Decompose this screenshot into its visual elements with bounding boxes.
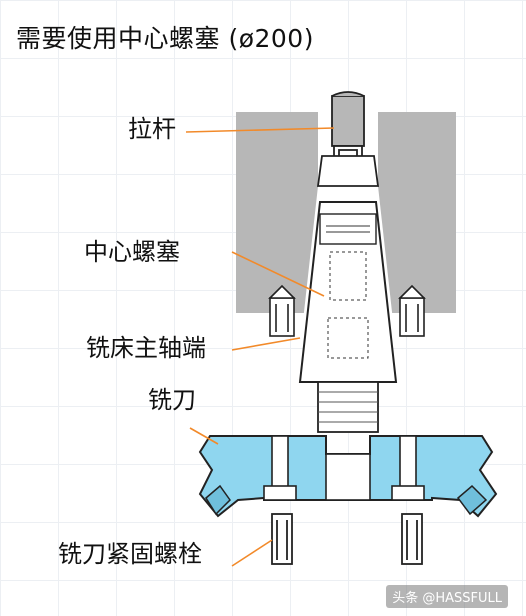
adapter-ribs: [318, 391, 378, 423]
insert-right: [456, 484, 488, 516]
bolt-pocket-right: [399, 435, 417, 491]
label-cutter-bolts: 铣刀紧固螺栓: [58, 540, 202, 568]
center-plug-hidden-1: [329, 251, 367, 301]
label-spindle-nose: 铣床主轴端: [86, 334, 206, 362]
drive-key-left: [268, 284, 296, 337]
adapter-shank: [317, 381, 379, 433]
label-center-plug: 中心螺塞: [84, 238, 180, 266]
tool-taper: [298, 201, 398, 383]
stud-collar: [316, 155, 380, 187]
cutter-bolt-right: [401, 513, 423, 565]
leader-spindle-nose: [231, 337, 301, 351]
leader-center-plug: [231, 251, 325, 297]
leader-cutter-bolts: [231, 539, 273, 567]
insert-left: [205, 484, 231, 516]
bolt-pocket-left: [271, 435, 289, 491]
leader-pull-stud: [185, 127, 335, 133]
label-pull-stud: 拉杆: [128, 115, 176, 143]
cutter-bolt-left: [271, 513, 293, 565]
center-plug-head: [319, 213, 377, 245]
center-pocket: [325, 453, 371, 501]
watermark: 头条 @HASSFULL: [386, 585, 508, 608]
label-cutter: 铣刀: [148, 386, 196, 414]
diagram-title: 需要使用中心螺塞 (ø200): [16, 24, 314, 53]
center-plug-thread: [326, 225, 370, 233]
drive-key-right: [398, 284, 426, 337]
leader-cutter: [189, 427, 219, 445]
center-plug-hidden-2: [327, 317, 369, 359]
